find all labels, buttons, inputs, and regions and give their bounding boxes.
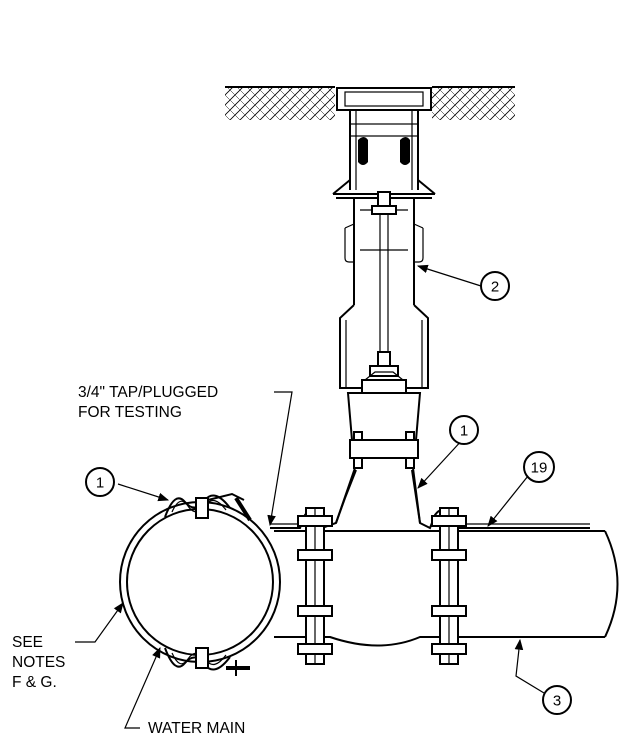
ground-surface bbox=[225, 86, 515, 120]
callout-1-right-label: 1 bbox=[460, 423, 468, 440]
tap-label-line1: 3/4" TAP/PLUGGED bbox=[78, 384, 218, 401]
water-main-pipe bbox=[270, 469, 619, 665]
callout-19: 19 bbox=[523, 451, 555, 483]
callout-1-left-label: 1 bbox=[96, 475, 104, 492]
notes-label-line1: SEE bbox=[12, 634, 43, 651]
water-main-label: WATER MAIN bbox=[148, 720, 245, 737]
callout-1-left: 1 bbox=[85, 467, 115, 497]
pipe-cross-section bbox=[119, 492, 281, 676]
callout-3-label: 3 bbox=[553, 693, 561, 710]
callout-2-label: 2 bbox=[491, 279, 499, 296]
callout-2: 2 bbox=[480, 271, 510, 301]
notes-label-line2: NOTES bbox=[12, 654, 65, 671]
gate-valve bbox=[335, 371, 422, 524]
tap-label-line2: FOR TESTING bbox=[78, 404, 182, 421]
callout-19-label: 19 bbox=[531, 460, 548, 477]
notes-label-line3: F & G. bbox=[12, 674, 57, 691]
leader-lines bbox=[75, 264, 545, 729]
valve-box bbox=[332, 87, 436, 389]
callout-3: 3 bbox=[542, 685, 572, 715]
callout-1-right: 1 bbox=[449, 415, 479, 445]
